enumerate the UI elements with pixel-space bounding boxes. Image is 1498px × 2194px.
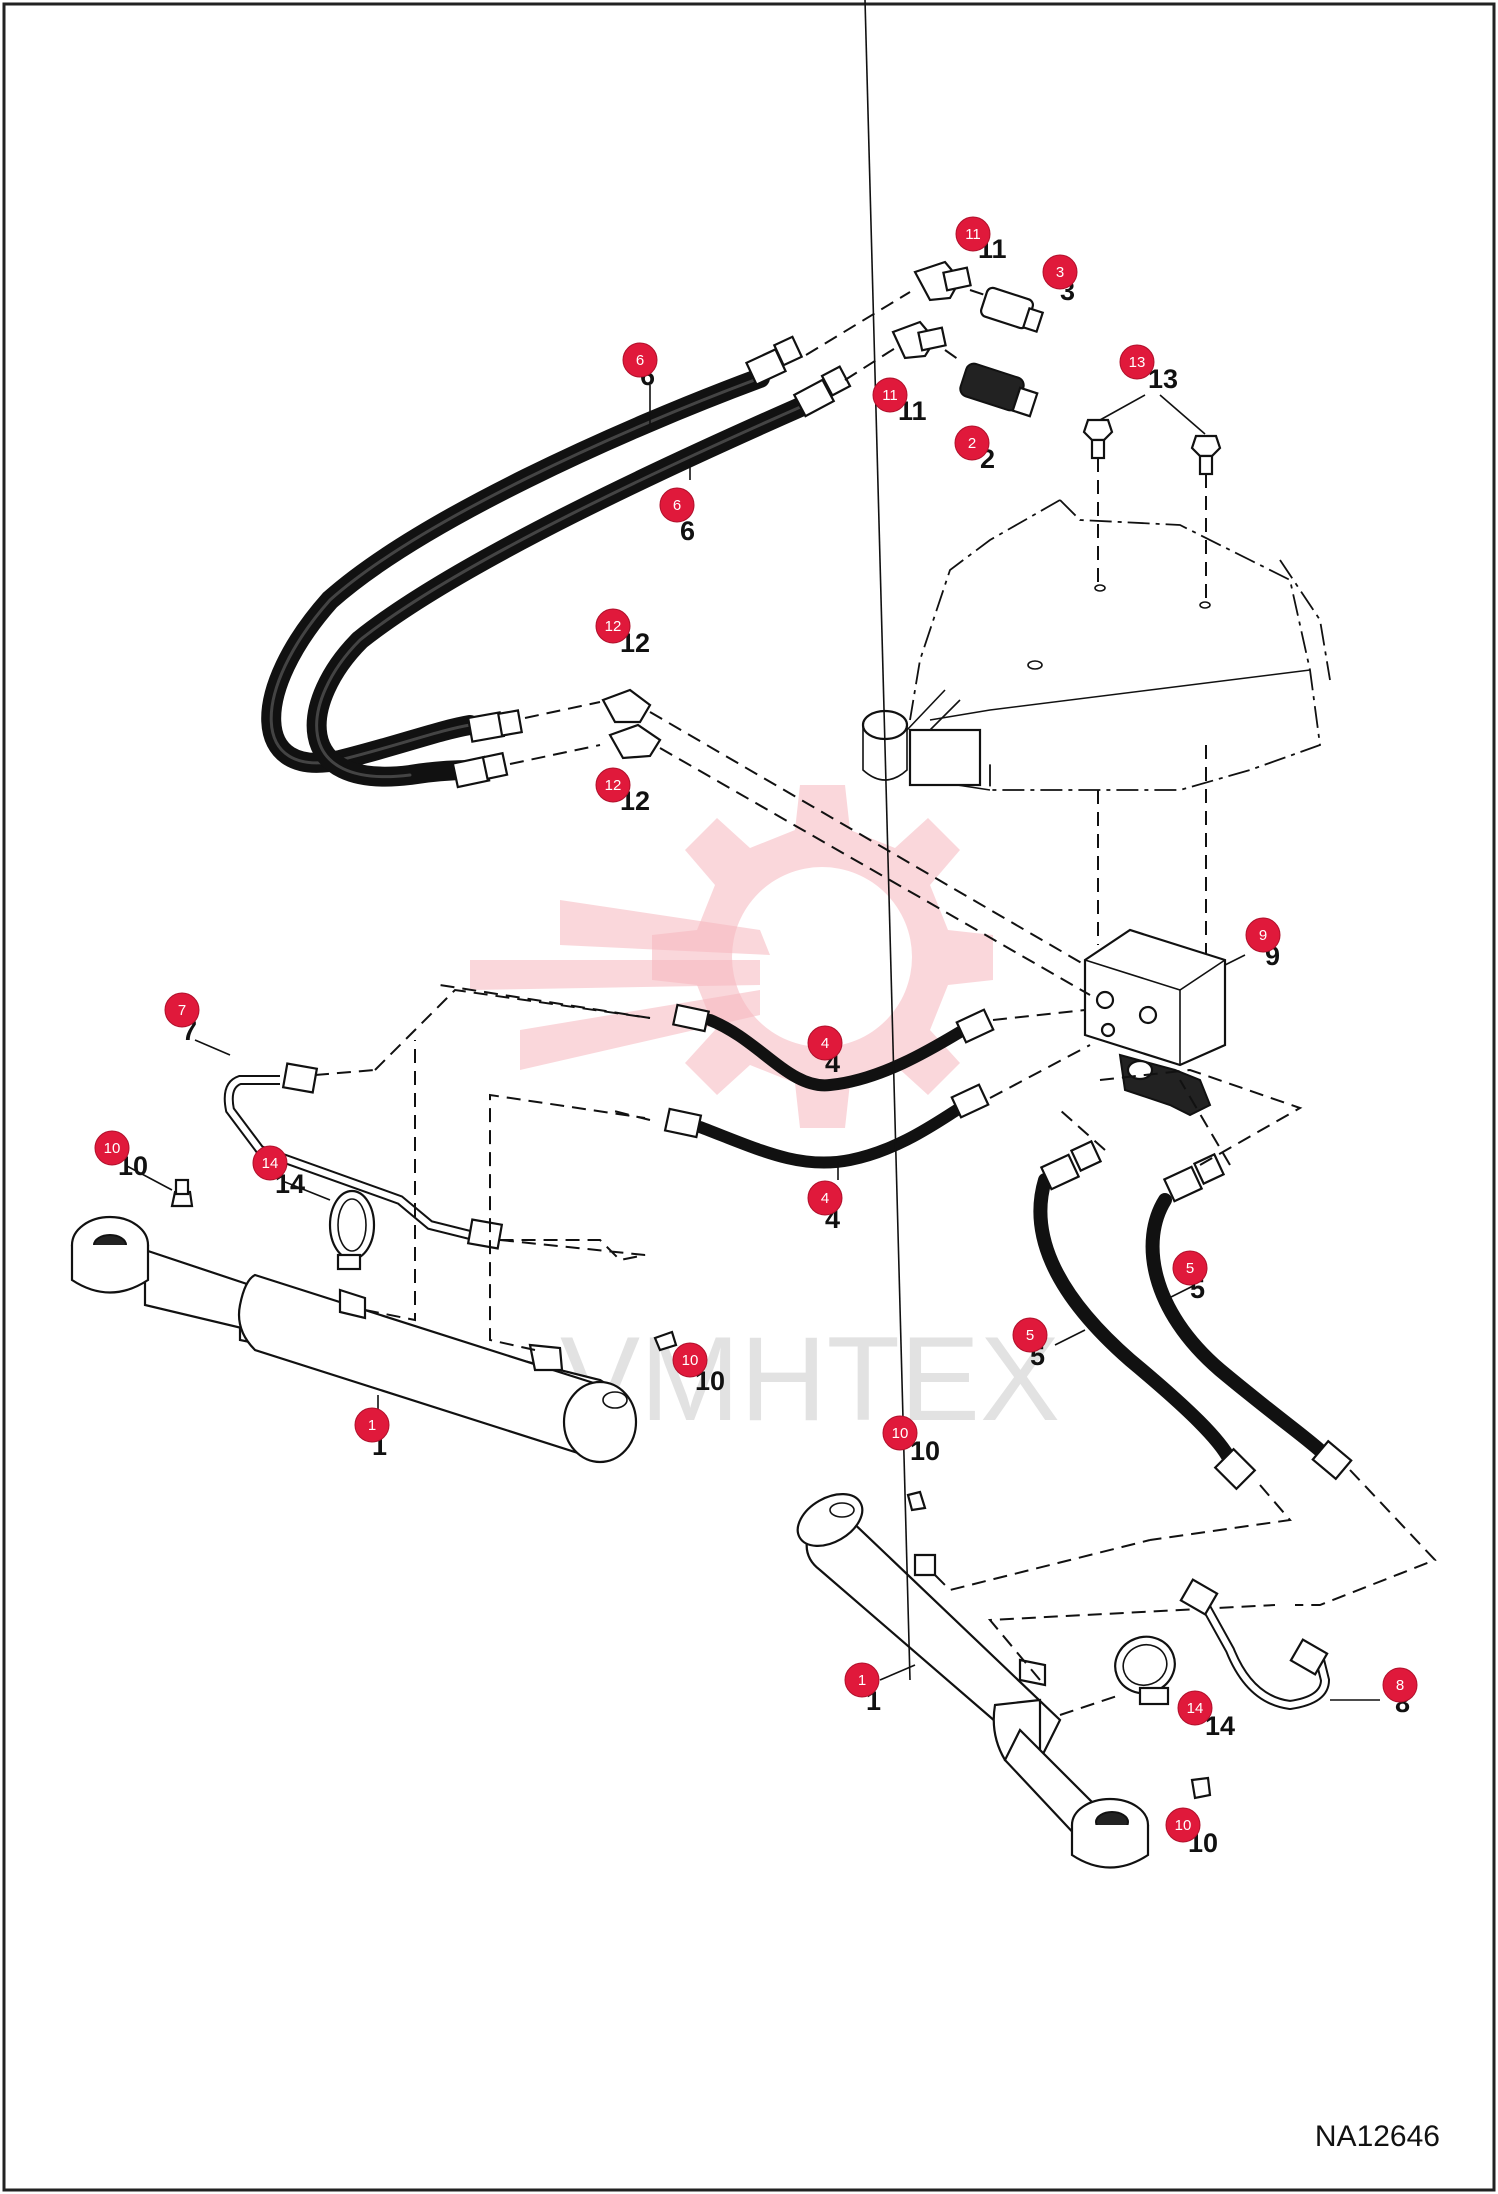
grease-fitting-10-right-lower [1190,1776,1212,1800]
svg-text:2: 2 [968,435,976,452]
svg-text:5: 5 [1186,1260,1194,1277]
callout-10-right-upper: 10 10 [882,1415,940,1466]
svg-text:14: 14 [262,1155,279,1172]
svg-text:10: 10 [104,1140,121,1157]
elbow-fitting-12-lower [608,723,662,760]
hose-clamp-14-right [1114,1635,1176,1706]
steel-tube-7 [223,1062,504,1250]
callout-1-left: 1 1 [354,1407,390,1461]
svg-text:12: 12 [605,618,622,635]
elbow-fitting-11-upper [913,260,972,302]
svg-text:10: 10 [1175,1817,1192,1834]
svg-text:6: 6 [680,516,695,546]
svg-text:12: 12 [605,777,622,794]
hose-clamp-14-left [328,1189,376,1271]
grease-fitting-10-left [170,1178,194,1208]
hose-6-upper [261,335,804,773]
callout-12-lower: 12 12 [595,767,650,816]
svg-text:8: 8 [1396,1677,1404,1694]
hose-5-left [1033,1139,1257,1491]
bolt-13-right [1190,434,1222,605]
svg-text:9: 9 [1259,927,1267,944]
callout-12-upper: 12 12 [595,608,650,658]
svg-text:10: 10 [682,1352,699,1369]
callout-11-lower: 11 11 [872,377,927,426]
hydraulic-cylinder-right [796,1493,1150,1869]
quick-coupler-2 [959,362,1039,418]
svg-text:6: 6 [636,352,644,369]
hose-5-right [1145,1152,1353,1481]
callout-10-mid: 10 10 [672,1342,725,1396]
watermark-text: VMHTEX [560,1312,1060,1446]
callout-4-lower: 4 4 [807,1180,843,1234]
bolt-13-left [1082,418,1114,588]
callout-10-right-lower: 10 10 [1165,1807,1218,1858]
callout-5-upper: 5 5 [1172,1250,1208,1304]
callout-14-right: 14 14 [1177,1690,1235,1741]
callout-2: 2 2 [954,425,995,474]
svg-text:3: 3 [1056,264,1064,281]
svg-text:6: 6 [673,497,681,514]
grease-fitting-10-right-upper [906,1490,927,1512]
callout-13: 13 13 [1119,344,1178,394]
elbow-fitting-12-upper [601,688,652,724]
svg-text:4: 4 [821,1190,829,1207]
callout-8: 8 8 [1382,1667,1418,1718]
svg-text:11: 11 [882,387,898,404]
svg-text:5: 5 [1026,1327,1034,1344]
callout-4-upper: 4 4 [807,1025,843,1078]
callout-7: 7 7 [164,992,200,1046]
callout-6-lower: 6 6 [659,487,695,546]
callout-6-upper: 6 6 [622,342,658,391]
svg-text:11: 11 [965,226,981,243]
callout-1-right: 1 1 [844,1662,881,1716]
hose-4-lower [663,1083,990,1169]
svg-text:1: 1 [368,1417,376,1434]
callout-14-left: 14 14 [252,1145,305,1199]
callout-5-lower: 5 5 [1012,1317,1048,1371]
figure-reference-id: NA12646 [1315,2120,1440,2153]
callout-9: 9 9 [1245,917,1281,971]
elbow-fitting-11-lower [891,320,947,360]
callout-10-left: 10 10 [94,1130,148,1181]
grease-fitting-10-mid [653,1330,678,1352]
frame-bracket [861,499,1331,791]
svg-text:1: 1 [858,1672,866,1689]
callout-3: 3 3 [1042,254,1078,306]
hydraulic-cylinder-left [70,1215,638,1464]
svg-text:7: 7 [178,1002,186,1019]
hose-4-upper [671,1003,995,1092]
watermark-logo: VMHTEX [470,785,1060,1446]
svg-text:4: 4 [821,1035,829,1052]
hose-6-lower [306,365,852,789]
svg-text:13: 13 [1129,354,1146,371]
callout-11-top: 11 11 [955,216,1007,264]
steel-tube-8 [1179,1578,1331,1711]
svg-text:14: 14 [1187,1700,1204,1717]
quick-coupler-3 [979,286,1045,334]
valve-block [1083,928,1227,1117]
svg-text:10: 10 [892,1425,909,1442]
